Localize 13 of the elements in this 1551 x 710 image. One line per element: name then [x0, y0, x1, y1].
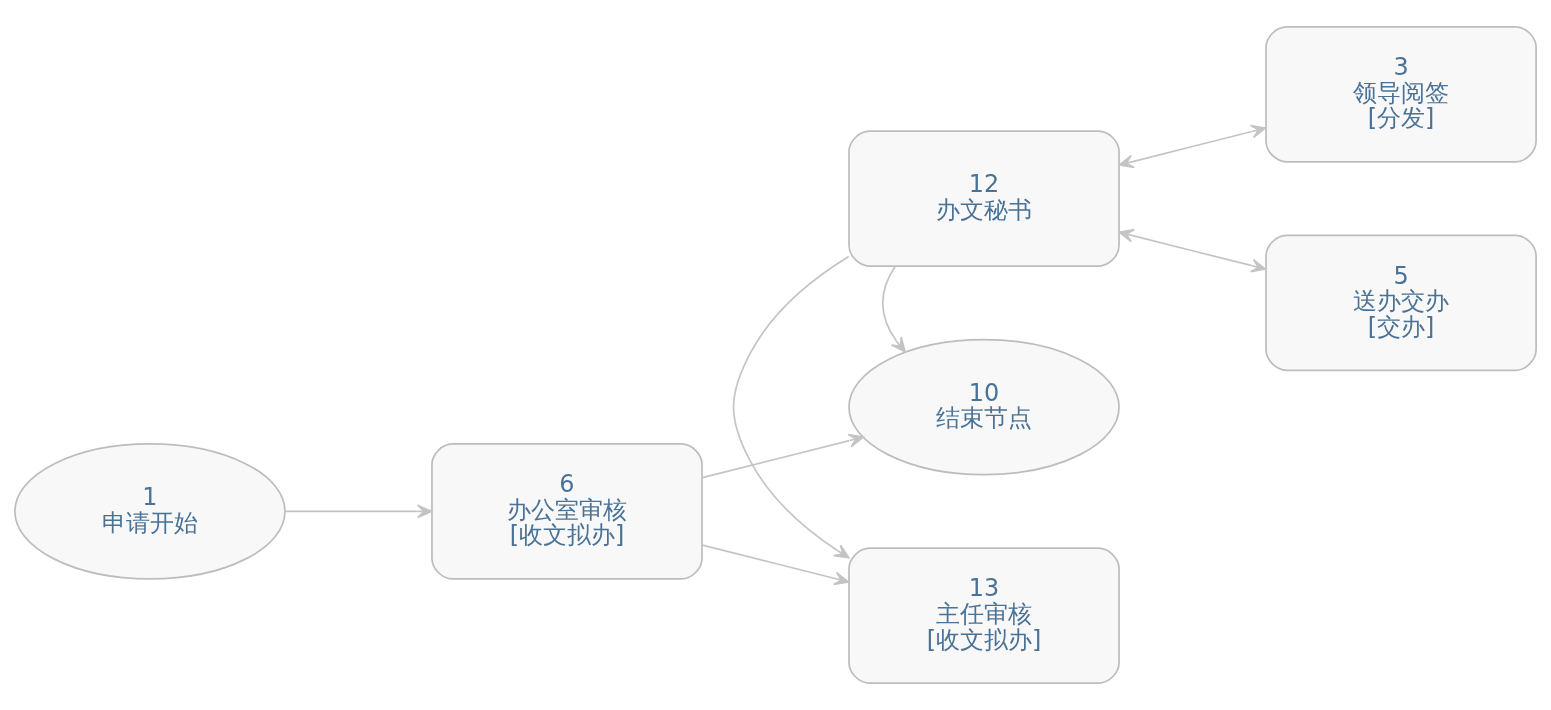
- arrow: [881, 265, 906, 353]
- node-box: 3 领导阅签 [分发]: [1265, 26, 1537, 163]
- node-box: 6 办公室审核 [收文拟办]: [431, 443, 703, 580]
- node-box: 13 主任审核 [收文拟办]: [848, 547, 1120, 684]
- node-box: 12 办文秘书: [848, 130, 1120, 267]
- node-box: 5 送办交办 [交办]: [1265, 234, 1537, 372]
- arrow: [701, 544, 850, 586]
- arrow: [1118, 228, 1267, 273]
- arrow: [732, 255, 850, 559]
- arrow: [1118, 124, 1267, 169]
- arrow: [284, 504, 433, 519]
- node-ellipse: 1 申请开始: [14, 443, 286, 580]
- arrow: [701, 433, 864, 479]
